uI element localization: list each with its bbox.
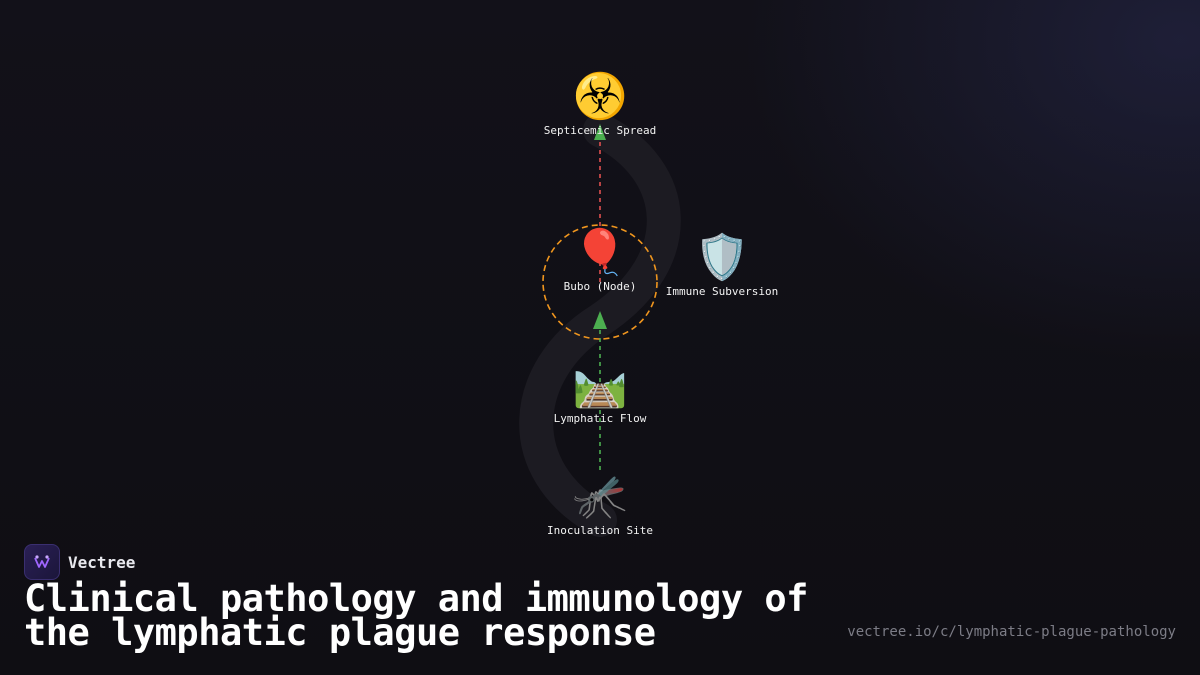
node-lymphatic-flow[interactable]: 🛤️ Lymphatic Flow: [553, 359, 647, 426]
node-label: Inoculation Site: [547, 524, 653, 537]
node-bubo[interactable]: 🎈 Bubo (Node): [563, 227, 637, 294]
node-septicemic-spread[interactable]: ☣️ Septicemic Spread: [543, 71, 657, 138]
railway-track-icon: 🛤️: [572, 359, 628, 410]
brand[interactable]: Vectree: [24, 544, 135, 580]
balloon-icon: 🎈: [572, 227, 628, 278]
page-title: Clinical pathology and immunology of the…: [24, 577, 808, 654]
node-inoculation-site[interactable]: 🦟 Inoculation Site: [547, 471, 653, 538]
node-label: Lymphatic Flow: [553, 412, 647, 425]
node-label: Immune Subversion: [665, 285, 779, 298]
shield-icon: 🛡️: [694, 232, 750, 283]
node-immune-subversion[interactable]: 🛡️ Immune Subversion: [665, 232, 779, 299]
biohazard-icon: ☣️: [572, 71, 628, 122]
arrowhead-bubo: [593, 311, 607, 329]
page-url[interactable]: vectree.io/c/lymphatic-plague-pathology: [847, 624, 1176, 640]
node-label: Septicemic Spread: [543, 124, 657, 137]
brand-name: Vectree: [68, 552, 136, 572]
arrowhead-septicemic: [594, 124, 606, 140]
mosquito-icon: 🦟: [572, 471, 628, 522]
node-label: Bubo (Node): [563, 280, 637, 293]
bubo-highlight-ring: [542, 224, 658, 340]
vectree-logo-icon: [24, 544, 60, 580]
